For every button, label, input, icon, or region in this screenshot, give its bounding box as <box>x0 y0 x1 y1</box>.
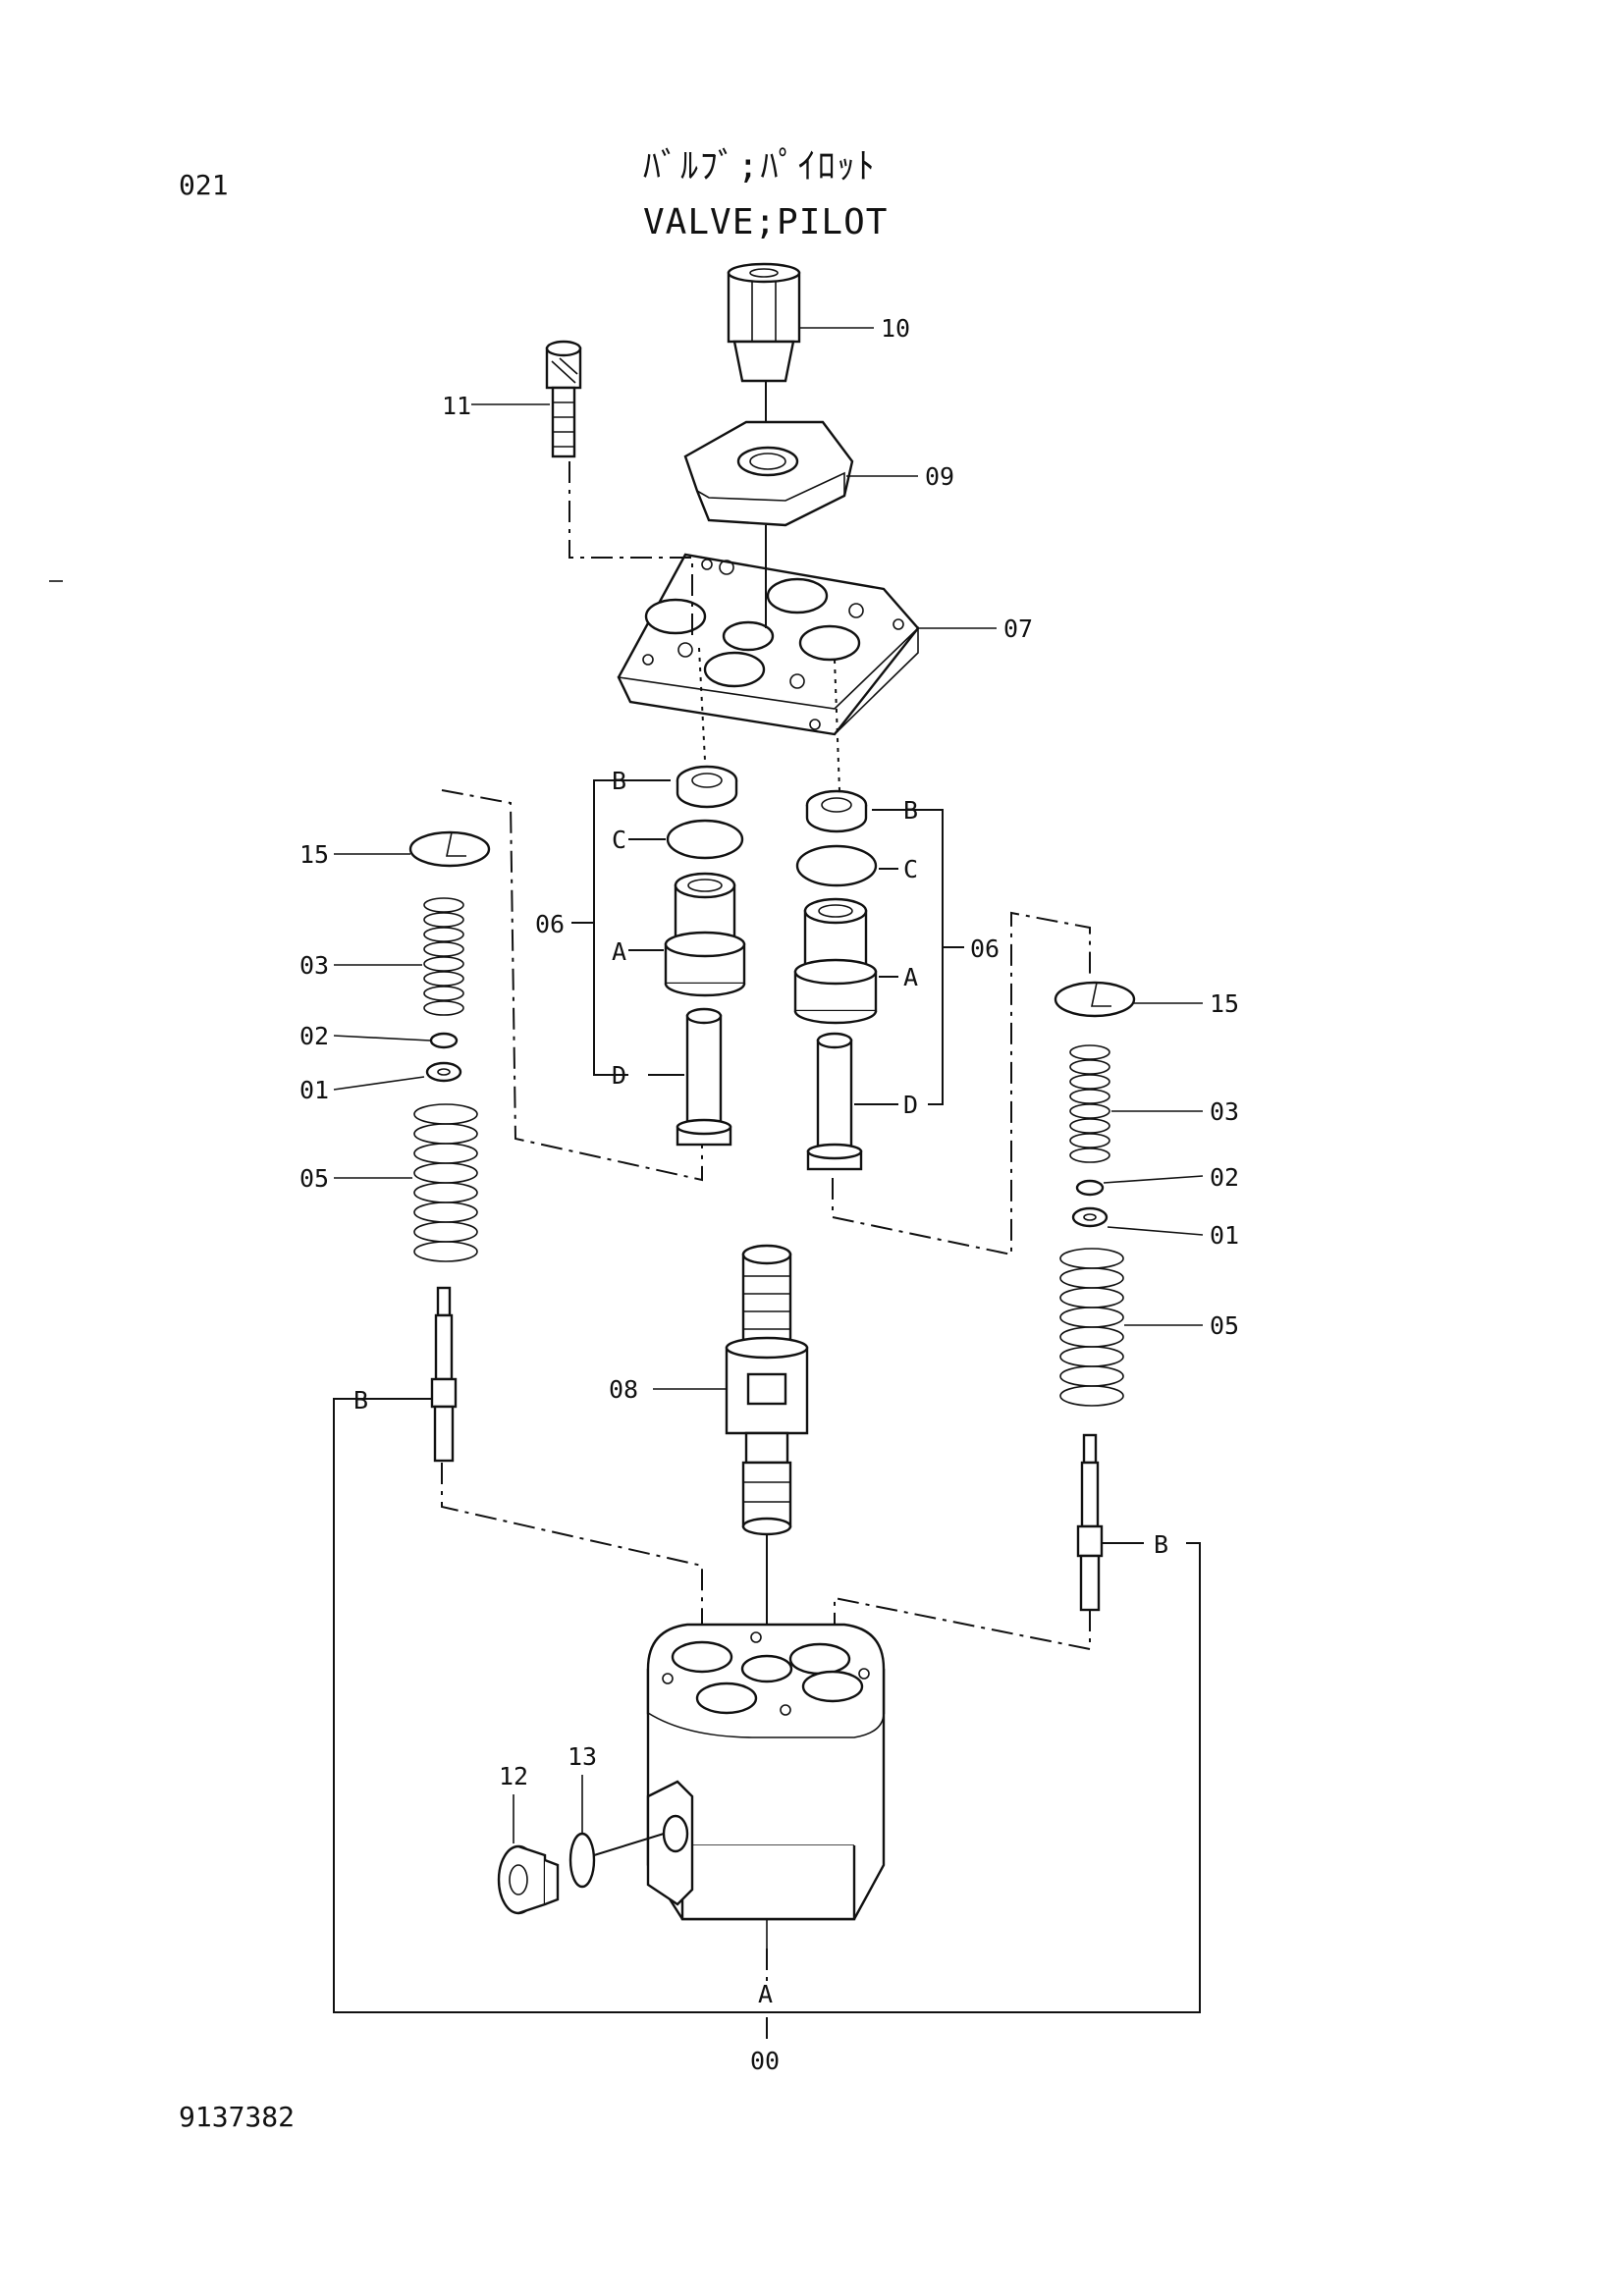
callout-12: 12 <box>499 1762 528 1790</box>
callout-15-left: 15 <box>299 840 329 869</box>
label-right-D: D <box>903 1091 918 1119</box>
label-left-A: A <box>612 937 626 966</box>
callout-02-left: 02 <box>299 1022 329 1050</box>
part-00-valve-body[interactable] <box>646 1623 886 1921</box>
callout-03-right: 03 <box>1210 1097 1239 1126</box>
part-03-right-spring[interactable] <box>1069 1044 1110 1163</box>
part-09-hex-plate[interactable] <box>683 420 854 527</box>
label-right-rod-B: B <box>1154 1530 1168 1559</box>
label-right-B: B <box>903 796 918 825</box>
callout-10: 10 <box>881 314 910 343</box>
part-01-left-washer[interactable] <box>425 1061 462 1083</box>
part-06C-left-oring[interactable] <box>666 819 744 860</box>
part-13-oring[interactable] <box>568 1832 596 1889</box>
part-06A-left-plug[interactable] <box>664 872 746 997</box>
part-01-right-washer[interactable] <box>1071 1206 1109 1228</box>
callout-06-left: 06 <box>535 910 565 938</box>
part-12-plug[interactable] <box>497 1844 560 1915</box>
part-06B-left-seal[interactable] <box>676 765 738 809</box>
label-right-C: C <box>903 855 918 883</box>
label-left-rod-B: B <box>353 1386 368 1415</box>
callout-06-right: 06 <box>970 934 1000 963</box>
part-rod-left[interactable] <box>430 1286 458 1463</box>
drawing-number: 9137382 <box>179 2101 296 2133</box>
part-02-left-washer[interactable] <box>429 1032 459 1049</box>
label-left-D: D <box>612 1061 626 1090</box>
part-06D-left-pusher[interactable] <box>676 1007 732 1147</box>
part-08-shaft-joint[interactable] <box>725 1244 809 1536</box>
part-11-socket-bolt[interactable] <box>545 340 582 458</box>
callout-01-left: 01 <box>299 1076 329 1104</box>
part-06A-right-plug[interactable] <box>793 897 878 1025</box>
page-code: 021 <box>179 169 229 201</box>
label-right-A: A <box>903 963 918 991</box>
part-15-right-washer[interactable] <box>1054 981 1136 1018</box>
callout-09: 09 <box>925 462 954 491</box>
callout-15-right: 15 <box>1210 989 1239 1018</box>
part-10-hex-coupling[interactable] <box>727 262 801 383</box>
callout-08: 08 <box>609 1375 638 1404</box>
callout-00: 00 <box>750 2047 780 2075</box>
callout-05-right: 05 <box>1210 1311 1239 1340</box>
part-03-left-spring[interactable] <box>423 897 464 1016</box>
callout-05-left: 05 <box>299 1164 329 1193</box>
callout-01-right: 01 <box>1210 1221 1239 1250</box>
part-07-cover-plate[interactable] <box>617 553 920 736</box>
title-japanese: ﾊﾞﾙﾌﾞ;ﾊﾟｲﾛｯﾄ <box>643 146 877 187</box>
label-left-C: C <box>612 826 626 854</box>
callout-11: 11 <box>442 392 471 420</box>
part-rod-right[interactable] <box>1076 1433 1104 1612</box>
label-body-A: A <box>758 1980 773 2008</box>
part-06D-right-pusher[interactable] <box>806 1032 863 1171</box>
part-06C-right-oring[interactable] <box>795 844 878 887</box>
part-06B-right-seal[interactable] <box>805 789 868 833</box>
part-15-left-washer[interactable] <box>408 830 491 868</box>
part-05-right-spring[interactable] <box>1059 1248 1124 1407</box>
label-left-B: B <box>612 767 626 795</box>
part-05-left-spring[interactable] <box>413 1103 478 1262</box>
part-02-right-washer[interactable] <box>1075 1179 1105 1197</box>
callout-07: 07 <box>1003 614 1033 643</box>
callout-02-right: 02 <box>1210 1163 1239 1192</box>
title-english: VALVE;PILOT <box>643 202 889 242</box>
callout-03-left: 03 <box>299 951 329 980</box>
callout-13: 13 <box>568 1742 597 1771</box>
